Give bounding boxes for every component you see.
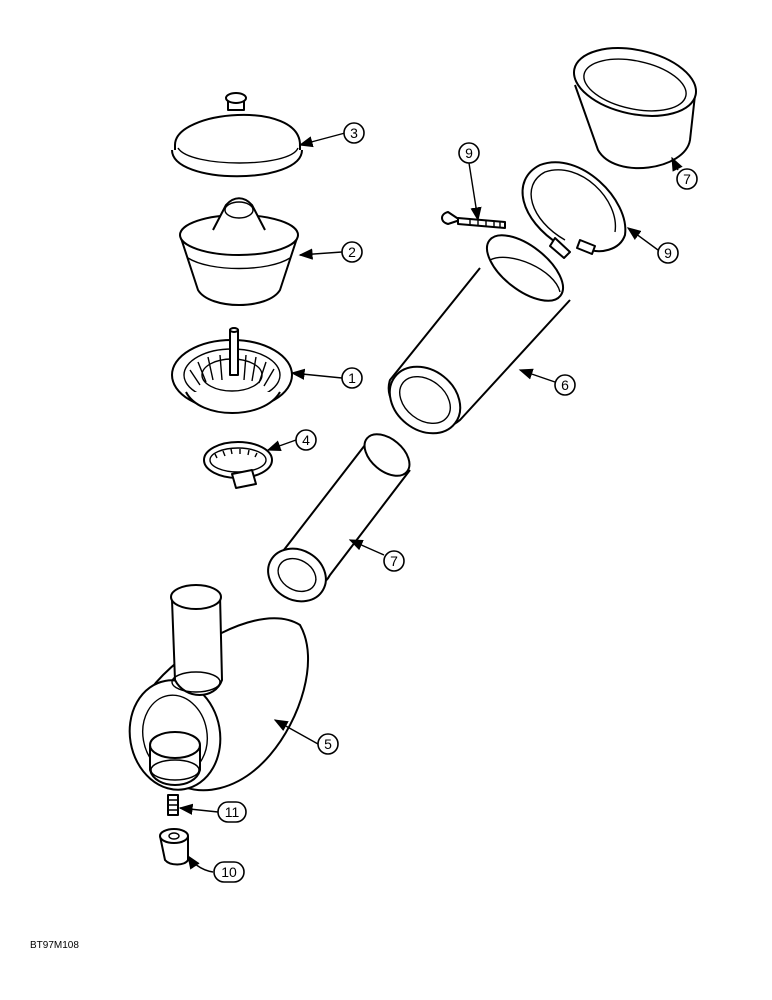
callout-3-label: 3: [350, 125, 358, 141]
part-air-cleaner-housing: [128, 584, 309, 792]
callout-3: 3: [343, 122, 365, 144]
callout-10-label: 10: [221, 864, 237, 880]
callout-5: 5: [317, 733, 339, 755]
callout-10: 10: [213, 861, 245, 883]
callout-2-label: 2: [348, 244, 356, 260]
figure-code: BT97M108: [30, 940, 79, 951]
callout-8-label: 7: [683, 171, 691, 187]
callout-4-label: 4: [302, 432, 310, 448]
callout-4: 4: [295, 429, 317, 451]
callout-9-bolt-label: 9: [465, 145, 473, 161]
part-hose-clamp: [203, 441, 273, 489]
callout-6-label: 6: [561, 377, 569, 393]
part-primary-filter: [387, 234, 571, 435]
part-vane-diffuser: [171, 327, 293, 414]
callout-8: 7: [676, 168, 698, 190]
callout-1: 1: [341, 367, 363, 389]
callout-9-band-label: 9: [664, 245, 672, 261]
callout-6: 6: [554, 374, 576, 396]
callout-11-label: 11: [225, 804, 240, 820]
callout-9-bolt: 9: [458, 142, 480, 164]
callout-5-label: 5: [324, 736, 332, 752]
part-fitting: [167, 794, 179, 816]
leader-lines: [178, 132, 683, 873]
part-band-large: [572, 47, 698, 170]
callout-11: 11: [217, 801, 247, 823]
part-precleaner-bowl: [179, 197, 299, 306]
part-secondary-filter: [267, 433, 411, 603]
part-wing-bolt: [441, 211, 506, 229]
callout-1-label: 1: [348, 370, 356, 386]
part-dust-valve: [159, 828, 189, 866]
callout-7: 7: [383, 550, 405, 572]
callout-9-band: 9: [657, 242, 679, 264]
part-cover-cap: [171, 92, 303, 178]
callout-2: 2: [341, 241, 363, 263]
part-retaining-clamp-band: [521, 161, 627, 259]
callout-7-label: 7: [390, 553, 398, 569]
